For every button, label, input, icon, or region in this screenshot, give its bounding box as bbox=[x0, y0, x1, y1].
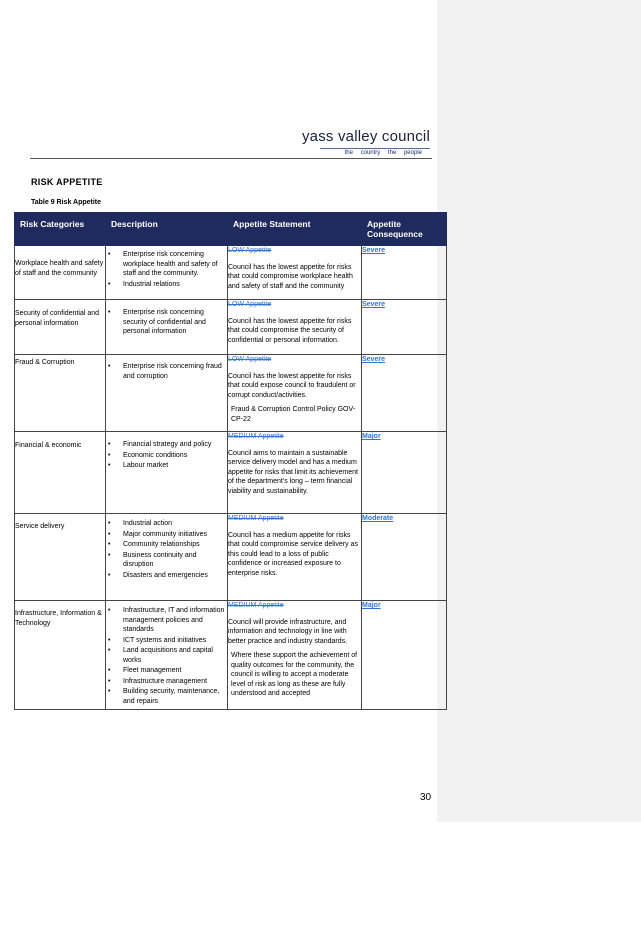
risk-category: Fraud & Corruption bbox=[14, 354, 106, 432]
statement-note: Fraud & Corruption Control Policy GOV-CP… bbox=[231, 406, 356, 423]
consequence-link[interactable]: Moderate bbox=[362, 515, 394, 522]
description-item: Financial strategy and policy bbox=[108, 440, 227, 450]
table-header-row: Risk Categories Description Appetite Sta… bbox=[14, 212, 447, 246]
description-item: Economic conditions bbox=[108, 451, 227, 461]
header-risk-categories: Risk Categories bbox=[14, 212, 106, 246]
consequence-link[interactable]: Major bbox=[362, 433, 381, 440]
description-item: Land acquisitions and capital works bbox=[108, 646, 227, 665]
appetite-statement: LOW Appetite Council has the lowest appe… bbox=[227, 245, 362, 300]
appetite-level: MEDIUM Appetite bbox=[228, 602, 284, 609]
appetite-statement: MEDIUM Appetite Council will provide inf… bbox=[227, 600, 362, 710]
consequence-link[interactable]: Severe bbox=[362, 247, 385, 254]
table-caption: Table 9 Risk Appetite bbox=[31, 199, 102, 206]
description-item: Enterprise risk concerning fraud and cor… bbox=[108, 362, 227, 381]
appetite-level: MEDIUM Appetite bbox=[228, 515, 284, 522]
risk-category-text: Infrastructure, Information & Technology bbox=[15, 610, 102, 627]
description-item: ICT systems and initiatives bbox=[108, 636, 227, 646]
table-row: Infrastructure, Information & Technology… bbox=[14, 600, 447, 710]
appetite-statement: MEDIUM Appetite Council has a medium app… bbox=[227, 513, 362, 601]
risk-category: Security of confidential and personal in… bbox=[14, 299, 106, 355]
description-item: Disasters and emergencies bbox=[108, 571, 227, 581]
statement-text: Council will provide infrastructure, and… bbox=[228, 618, 348, 645]
section-heading: Risk Appetite bbox=[31, 177, 103, 187]
risk-category: Workplace health and safety of staff and… bbox=[14, 245, 106, 300]
appetite-consequence: Major bbox=[361, 431, 447, 514]
consequence-link[interactable]: Severe bbox=[362, 301, 385, 308]
risk-description: Infrastructure, IT and information manag… bbox=[105, 600, 228, 710]
appetite-level: MEDIUM Appetite bbox=[228, 433, 284, 440]
description-item: Enterprise risk concerning security of c… bbox=[108, 308, 227, 337]
appetite-consequence: Severe bbox=[361, 354, 447, 432]
logo-underline bbox=[320, 148, 430, 149]
table-row: Service delivery Industrial action Major… bbox=[14, 513, 447, 601]
page-number: 30 bbox=[420, 792, 432, 803]
table-row: Fraud & Corruption Enterprise risk conce… bbox=[14, 354, 447, 432]
description-item: Enterprise risk concerning workplace hea… bbox=[108, 250, 227, 279]
logo-title: yass valley council bbox=[301, 128, 430, 145]
risk-category-text: Workplace health and safety of staff and… bbox=[15, 260, 104, 277]
table-row: Workplace health and safety of staff and… bbox=[14, 245, 447, 300]
description-item: Infrastructure, IT and information manag… bbox=[108, 606, 227, 635]
risk-description: Industrial action Major community initia… bbox=[105, 513, 228, 601]
table-row: Security of confidential and personal in… bbox=[14, 299, 447, 355]
appetite-consequence: Moderate bbox=[361, 513, 447, 601]
comment-margin bbox=[437, 0, 641, 822]
appetite-consequence: Severe bbox=[361, 299, 447, 355]
description-item: Major community initiatives bbox=[108, 530, 227, 540]
risk-appetite-table: Risk Categories Description Appetite Sta… bbox=[14, 212, 447, 710]
risk-description: Enterprise risk concerning fraud and cor… bbox=[105, 354, 228, 432]
appetite-level: LOW Appetite bbox=[228, 301, 272, 308]
table-row: Financial & economic Financial strategy … bbox=[14, 431, 447, 514]
risk-description: Enterprise risk concerning workplace hea… bbox=[105, 245, 228, 300]
description-item: Fleet management bbox=[108, 666, 227, 676]
risk-category: Service delivery bbox=[14, 513, 106, 601]
risk-category: Infrastructure, Information & Technology bbox=[14, 600, 106, 710]
statement-text: Council has the lowest appetite for risk… bbox=[228, 263, 353, 290]
risk-category-text: Financial & economic bbox=[15, 442, 82, 449]
statement-text: Council has the lowest appetite for risk… bbox=[228, 372, 356, 399]
appetite-statement: LOW Appetite Council has the lowest appe… bbox=[227, 299, 362, 355]
statement-text: Council has the lowest appetite for risk… bbox=[228, 317, 352, 344]
description-item: Industrial action bbox=[108, 519, 227, 529]
appetite-statement: MEDIUM Appetite Council aims to maintain… bbox=[227, 431, 362, 514]
risk-category-text: Fraud & Corruption bbox=[15, 359, 75, 366]
appetite-statement: LOW Appetite Council has the lowest appe… bbox=[227, 354, 362, 432]
appetite-level: LOW Appetite bbox=[228, 247, 272, 254]
statement-note: Where these support the achievement of q… bbox=[231, 652, 358, 697]
description-item: Business continuity and disruption bbox=[108, 551, 227, 570]
header-rule bbox=[30, 158, 432, 159]
statement-text: Council has a medium appetite for risks … bbox=[228, 531, 358, 577]
risk-category-text: Security of confidential and personal in… bbox=[15, 310, 100, 327]
appetite-level: LOW Appetite bbox=[228, 356, 272, 363]
council-logo: yass valley council the country the peop… bbox=[300, 128, 430, 164]
statement-text: Council aims to maintain a sustainable s… bbox=[228, 449, 358, 495]
appetite-consequence: Severe bbox=[361, 245, 447, 300]
description-item: Industrial relations bbox=[108, 280, 227, 290]
description-item: Infrastructure management bbox=[108, 677, 227, 687]
consequence-link[interactable]: Major bbox=[362, 602, 381, 609]
header-appetite-consequence: Appetite Consequence bbox=[361, 212, 447, 246]
risk-category-text: Service delivery bbox=[15, 523, 65, 530]
description-item: Building security, maintenance, and repa… bbox=[108, 687, 227, 706]
header-description: Description bbox=[105, 212, 228, 246]
description-item: Community relationships bbox=[108, 540, 227, 550]
description-item: Labour market bbox=[108, 461, 227, 471]
appetite-consequence: Major bbox=[361, 600, 447, 710]
risk-description: Enterprise risk concerning security of c… bbox=[105, 299, 228, 355]
risk-description: Financial strategy and policy Economic c… bbox=[105, 431, 228, 514]
header-appetite-statement: Appetite Statement bbox=[227, 212, 362, 246]
logo-tagline: the country the people bbox=[344, 150, 422, 156]
consequence-link[interactable]: Severe bbox=[362, 356, 385, 363]
risk-category: Financial & economic bbox=[14, 431, 106, 514]
